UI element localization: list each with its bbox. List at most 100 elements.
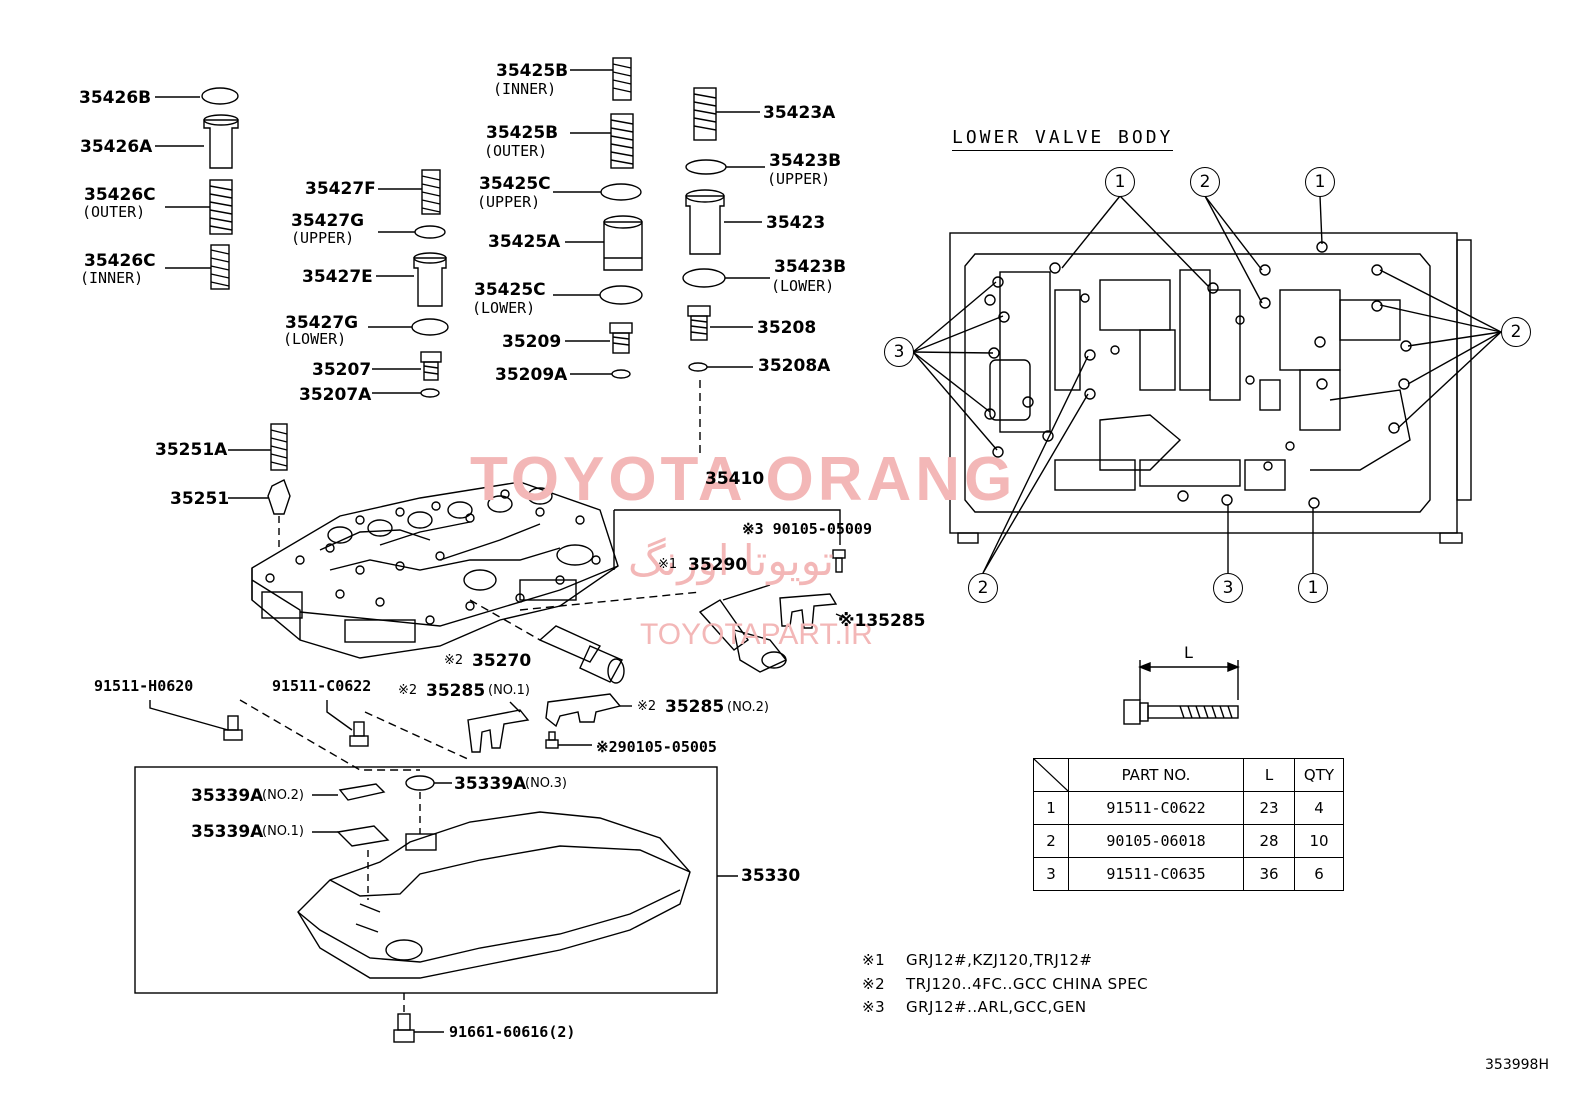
label-35423B-lower-sub: (LOWER) — [771, 277, 835, 295]
callout-2-bottom: 2 — [968, 573, 998, 603]
solenoid-35290 — [698, 599, 788, 673]
table-header-length: L — [1243, 758, 1295, 792]
note-3-text: GRJ12#..ARL,GCC,GEN — [906, 998, 1087, 1016]
table-cell-length: 23 — [1243, 791, 1295, 825]
label-35426C-inner: 35426C — [84, 251, 156, 271]
note-2-text: TRJ120..4FC..GCC CHINA SPEC — [906, 975, 1149, 993]
plug-35209 — [565, 322, 633, 354]
label-35425B-outer: 35425B — [486, 123, 559, 143]
table-cell-part-no: 91511-C0635 — [1068, 857, 1244, 891]
oring-35423B-lower — [682, 268, 770, 288]
label-35339A-no2: 35339A — [191, 786, 264, 806]
gasket-35339A-no2 — [312, 783, 386, 801]
label-35290: 35290 — [688, 555, 748, 575]
table-cell-length: 28 — [1243, 824, 1295, 858]
label-35423B-lower: 35423B — [774, 257, 847, 277]
bolt-91511-C0622 — [326, 700, 369, 747]
plunger-35426A — [155, 114, 239, 169]
label-91511-C0622: 91511-C0622 — [272, 677, 372, 695]
label-35209A: 35209A — [495, 365, 568, 385]
lower-valve-body-drawing — [949, 232, 1472, 544]
note-1-text: GRJ12#,KZJ120,TRJ12# — [906, 951, 1093, 969]
label-35251A: 35251A — [155, 440, 228, 460]
oring-35423B-upper — [685, 159, 765, 175]
label-35426C-outer: 35426C — [84, 185, 156, 205]
label-35285-no2-mark: ※2 — [637, 699, 657, 714]
leader-dashed-35290 — [519, 591, 701, 611]
spring-35427F — [378, 169, 441, 215]
label-35426C-outer-sub: (OUTER) — [82, 203, 146, 221]
leader-dashed-bolts-2 — [364, 711, 471, 761]
table-row: 3 91511-C0635 36 6 — [1033, 857, 1344, 891]
label-35285-no2: 35285 — [665, 697, 725, 717]
label-35285-no1: 35285 — [426, 681, 486, 701]
label-35427E: 35427E — [302, 267, 373, 287]
diagram-id: 353998H — [1485, 1057, 1549, 1073]
label-35427G-upper-sub: (UPPER) — [291, 229, 355, 247]
bolt-spec-table: PART NO. L QTY 1 91511-C0622 23 4 2 9010… — [1033, 758, 1344, 891]
label-35425C-lower: 35425C — [474, 280, 546, 300]
oring-35427G-lower — [368, 318, 449, 336]
leader-dashed-35270 — [469, 599, 541, 641]
table-cell-key: 2 — [1033, 824, 1069, 858]
label-35208A: 35208A — [758, 356, 831, 376]
table-row: 1 91511-C0622 23 4 — [1033, 791, 1344, 825]
clip-35208A — [688, 362, 753, 372]
label-35423: 35423 — [766, 213, 826, 233]
table-cell-key: 3 — [1033, 857, 1069, 891]
label-35208: 35208 — [757, 318, 817, 338]
table-cell-part-no: 90105-06018 — [1068, 824, 1244, 858]
label-35207: 35207 — [312, 360, 372, 380]
label-90105-05005: ※290105-05005 — [596, 738, 717, 756]
solenoid-35270 — [538, 625, 625, 684]
label-35339A-no1: 35339A — [191, 822, 264, 842]
note-2-mark: ※2 — [862, 975, 886, 993]
oring-35425C-lower — [553, 285, 643, 305]
label-90105-05009: ※3 90105-05009 — [742, 520, 872, 538]
label-35426C-inner-sub: (INNER) — [80, 269, 144, 287]
watermark-persian: تویوتا اورنگ — [628, 536, 835, 585]
label-35425C-upper-sub: (UPPER) — [477, 193, 541, 211]
bolt-91511-H0620 — [149, 700, 243, 741]
oring-35425C-upper — [553, 183, 642, 201]
bolt-length-label: L — [1184, 643, 1193, 662]
label-35425C-upper: 35425C — [479, 174, 551, 194]
table-header-qty: QTY — [1294, 758, 1344, 792]
bracket-35285-no1 — [467, 701, 530, 753]
oring-35426B — [155, 87, 239, 105]
label-35425B-inner-sub: (INNER) — [493, 80, 557, 98]
label-35426A: 35426A — [80, 137, 153, 157]
label-35427G-lower-sub: (LOWER) — [283, 330, 347, 348]
callout-2-right: 2 — [1501, 317, 1531, 347]
spring-35251A — [228, 423, 288, 471]
label-35339A-no2-sub: (NO.2) — [262, 788, 304, 803]
section-title: LOWER VALVE BODY — [952, 127, 1174, 151]
label-35425A: 35425A — [488, 232, 561, 252]
part-35251 — [228, 479, 291, 515]
watermark-url: TOYOTAPART.IR — [640, 618, 873, 651]
oil-strainer-35330 — [297, 811, 691, 979]
note-3-mark: ※3 — [862, 998, 886, 1016]
label-35251: 35251 — [170, 489, 230, 509]
clip-35207A — [372, 388, 440, 398]
plunger-35423 — [685, 189, 762, 255]
label-35270-mark: ※2 — [444, 653, 464, 668]
label-35209: 35209 — [502, 332, 562, 352]
spring-35425B-inner — [570, 57, 632, 101]
table-cell-qty: 6 — [1294, 857, 1344, 891]
gasket-35339A-no1 — [312, 825, 390, 847]
label-35425C-lower-sub: (LOWER) — [472, 299, 536, 317]
label-35270: 35270 — [472, 651, 532, 671]
label-35425B-outer-sub: (OUTER) — [484, 142, 548, 160]
bracket-35285-no2 — [545, 693, 632, 728]
diagonal-line — [1034, 759, 1068, 791]
bolt-90105-05009 — [832, 549, 846, 573]
bolt-90105-05005 — [545, 731, 592, 749]
clip-35209A — [570, 369, 631, 379]
oring-35427G-upper — [378, 225, 446, 239]
leader-35410 — [613, 509, 841, 570]
callout-1-top-left: 1 — [1105, 167, 1135, 197]
label-35423A: 35423A — [763, 103, 836, 123]
label-35427F: 35427F — [305, 179, 376, 199]
bolt-91661-60616 — [393, 1013, 444, 1043]
